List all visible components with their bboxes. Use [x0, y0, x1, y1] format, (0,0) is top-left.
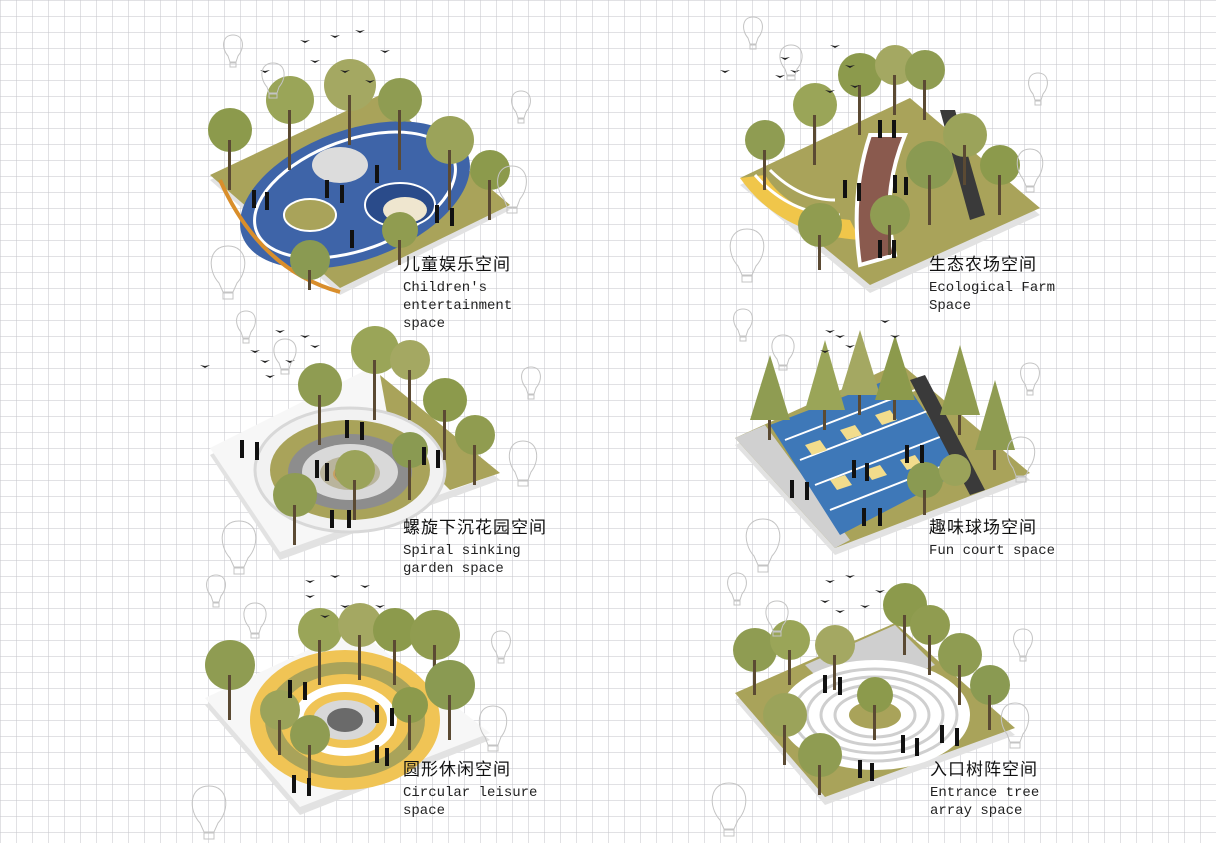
hot-air-balloon-icon [508, 440, 538, 487]
person-silhouette-icon [240, 420, 440, 528]
hot-air-balloon-icon [206, 574, 226, 608]
hot-air-balloon-icon [236, 310, 256, 344]
bird-icon [720, 45, 860, 93]
hot-air-balloon-icon [765, 600, 789, 637]
tree-icon [205, 603, 475, 780]
caption-title-en: Circular leisure space [403, 785, 538, 819]
panel-children-entertainment: 儿童娱乐空间 Children's entertainment space [190, 30, 550, 332]
panel-entrance-tree-array: 入口树阵空间 Entrance tree array space [725, 575, 1085, 835]
caption: 入口树阵空间 Entrance tree array space [930, 760, 1085, 820]
hot-air-balloon-icon [221, 520, 257, 575]
tree-icon [733, 583, 1010, 795]
isometric-illustration [205, 575, 490, 815]
person-silhouette-icon [790, 445, 924, 526]
tree-icon [745, 45, 1020, 270]
hot-air-balloon-icon [261, 62, 285, 99]
hot-air-balloon-icon [511, 90, 531, 124]
panel-ecological-farm: 生态农场空间 Ecological Farm Space [720, 35, 1080, 315]
hot-air-balloon-icon [1020, 362, 1040, 396]
hot-air-balloon-icon [478, 705, 508, 752]
caption-title-en: Spiral sinking garden space [403, 543, 521, 577]
hot-air-balloon-icon [733, 308, 753, 342]
panel-circular-leisure: 圆形休闲空间 Circular leisure space [195, 575, 555, 835]
caption: 圆形休闲空间 Circular leisure space [403, 760, 555, 820]
bird-icon [305, 575, 385, 618]
hot-air-balloon-icon [779, 44, 803, 81]
caption: 生态农场空间 Ecological Farm Space [929, 255, 1080, 315]
caption-title-en: Fun court space [929, 543, 1056, 559]
bird-icon [260, 30, 390, 83]
bird-icon [820, 575, 885, 613]
caption-title-cn: 螺旋下沉花园空间 [403, 518, 547, 538]
isometric-illustration [208, 30, 510, 295]
caption: 儿童娱乐空间 Children's entertainment space [403, 255, 550, 333]
hot-air-balloon-icon [273, 338, 297, 375]
hot-air-balloon-icon [1028, 72, 1048, 106]
hot-air-balloon-icon [210, 245, 246, 300]
isometric-illustration [200, 326, 500, 560]
panel-spiral-sinking-garden: 螺旋下沉花园空间 Spiral sinking garden space [200, 320, 560, 590]
person-silhouette-icon [252, 165, 454, 248]
person-silhouette-icon [288, 680, 394, 796]
tree-icon [273, 326, 495, 545]
caption-title-en: Entrance tree array space [930, 785, 1040, 819]
isometric-illustration [735, 320, 1030, 555]
hot-air-balloon-icon [223, 34, 243, 68]
caption-title-cn: 生态农场空间 [929, 255, 1037, 275]
hot-air-balloon-icon [1000, 702, 1030, 749]
hot-air-balloon-icon [745, 518, 781, 573]
caption-title-cn: 入口树阵空间 [930, 760, 1038, 780]
caption-title-cn: 儿童娱乐空间 [403, 255, 511, 275]
panel-fun-court: 趣味球场空间 Fun court space [730, 320, 1090, 590]
hot-air-balloon-icon [521, 366, 541, 400]
tree-icon [750, 330, 1015, 515]
hot-air-balloon-icon [497, 165, 527, 214]
caption-title-en: Children's entertainment space [403, 280, 513, 332]
hot-air-balloon-icon [771, 334, 795, 371]
hot-air-balloon-icon [191, 785, 227, 840]
hot-air-balloon-icon [1006, 436, 1036, 483]
person-silhouette-icon [823, 675, 959, 781]
hot-air-balloon-icon [243, 602, 267, 639]
isometric-illustration [720, 45, 1040, 293]
play-dome [312, 147, 368, 183]
isometric-illustration [733, 575, 1015, 805]
hot-air-balloon-icon [743, 16, 763, 50]
bird-icon [200, 330, 320, 378]
tree-icon [208, 59, 510, 290]
caption: 螺旋下沉花园空间 Spiral sinking garden space [403, 518, 560, 578]
hot-air-balloon-icon [729, 228, 765, 283]
caption: 趣味球场空间 Fun court space [929, 518, 1055, 560]
hot-air-balloon-icon [1013, 628, 1033, 662]
hot-air-balloon-icon [711, 782, 747, 837]
caption-title-en: Ecological Farm Space [929, 280, 1056, 314]
hot-air-balloon-icon [491, 630, 511, 664]
hot-air-balloon-icon [1016, 148, 1044, 193]
caption-title-cn: 趣味球场空间 [929, 518, 1037, 538]
person-silhouette-icon [843, 120, 908, 258]
bird-icon [820, 320, 900, 353]
hot-air-balloon-icon [727, 572, 747, 606]
caption-title-cn: 圆形休闲空间 [403, 760, 511, 780]
